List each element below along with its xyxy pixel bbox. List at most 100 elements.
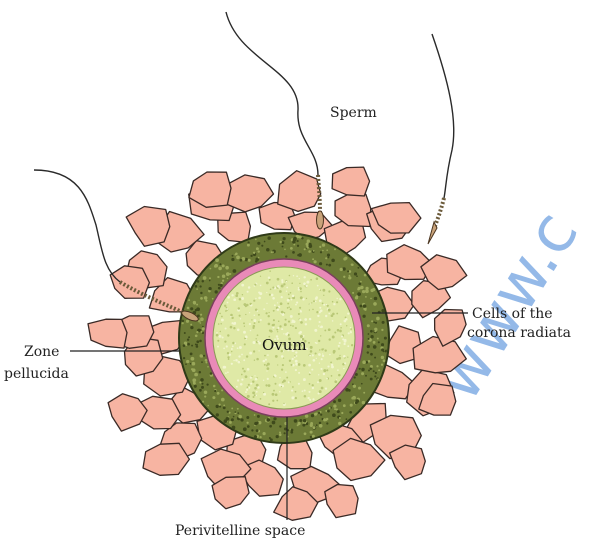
- ovum-dot: [296, 275, 298, 277]
- zona-dot: [284, 432, 286, 434]
- ovum-dot: [258, 321, 260, 323]
- zona-dot: [376, 317, 380, 321]
- zona-dot: [276, 435, 279, 438]
- zona-dot: [202, 327, 205, 330]
- ovum-dot: [300, 291, 302, 293]
- ovum-dot: [238, 355, 240, 357]
- zona-dot: [218, 284, 220, 286]
- zona-dot: [382, 321, 385, 324]
- zona-dot: [185, 344, 187, 346]
- zona-dot: [240, 259, 243, 262]
- ovum-dot: [288, 306, 289, 307]
- corona-cell: [143, 443, 189, 475]
- ovum-dot: [347, 356, 348, 357]
- ovum-dot: [247, 386, 249, 388]
- zona-dot: [367, 351, 369, 353]
- corona-cell: [108, 394, 147, 431]
- zona-dot: [227, 278, 229, 280]
- zona-dot: [206, 383, 208, 385]
- ovum-dot: [314, 329, 317, 332]
- ovum-dot: [256, 338, 257, 339]
- ovum-dot: [244, 326, 245, 327]
- zona-dot: [187, 339, 189, 341]
- ovum-dot: [296, 302, 298, 304]
- ovum-dot: [336, 379, 337, 380]
- zona-dot: [264, 241, 266, 243]
- ovum-dot: [263, 360, 266, 363]
- ovum-dot: [312, 387, 314, 389]
- zona-dot: [235, 253, 238, 256]
- ovum-dot: [243, 370, 245, 372]
- zona-dot: [326, 249, 328, 251]
- ovum-dot: [345, 317, 347, 319]
- ovum-dot: [315, 301, 317, 303]
- zona-dot: [204, 396, 206, 398]
- ovum-dot: [284, 324, 286, 326]
- zona-dot: [192, 362, 196, 366]
- ovum-dot: [253, 300, 255, 302]
- zona-dot: [237, 408, 239, 410]
- zona-dot: [374, 297, 378, 301]
- ovum-dot: [319, 349, 320, 350]
- zona-dot: [270, 438, 273, 441]
- zona-dot: [319, 422, 322, 425]
- ovum-dot: [231, 317, 233, 319]
- ovum-dot: [294, 355, 295, 356]
- ovum-dot: [310, 346, 313, 349]
- zona-dot: [370, 378, 373, 381]
- ovum-dot: [303, 282, 306, 285]
- ovum-dot: [339, 342, 341, 344]
- zona-dot: [232, 255, 234, 257]
- ovum-dot: [339, 355, 340, 356]
- zona-dot: [381, 348, 384, 351]
- ovum-dot: [248, 384, 250, 386]
- ovum-dot: [265, 384, 267, 386]
- zona-dot: [312, 435, 315, 438]
- ovum-dot: [243, 303, 246, 306]
- ovum-dot: [319, 311, 321, 313]
- ovum-dot: [249, 312, 250, 313]
- ovum-dot: [276, 329, 278, 331]
- zona-dot: [319, 262, 322, 265]
- ovum-dot: [263, 393, 266, 396]
- ovum-dot: [317, 381, 319, 383]
- ovum-dot: [254, 375, 255, 376]
- ovum-dot: [336, 298, 337, 299]
- ovum-dot: [256, 391, 258, 393]
- ovum-dot: [253, 350, 255, 352]
- ovum-dot: [269, 329, 271, 331]
- ovum-dot: [231, 363, 233, 365]
- zona-dot: [221, 398, 225, 402]
- ovum-dot: [242, 368, 244, 370]
- zona-dot: [352, 292, 354, 294]
- zona-dot: [361, 372, 364, 375]
- ovum-dot: [277, 278, 280, 281]
- zona-dot: [204, 391, 208, 395]
- ovum-dot: [282, 364, 284, 366]
- zona-dot: [218, 287, 221, 290]
- ovum-dot: [235, 294, 238, 297]
- ovum-dot: [316, 277, 319, 280]
- ovum-dot: [300, 296, 303, 299]
- zona-dot: [204, 296, 208, 300]
- zona-dot: [308, 250, 311, 253]
- zona-dot: [193, 302, 196, 305]
- zona-dot: [325, 410, 327, 412]
- zona-dot: [282, 237, 285, 240]
- ovum-dot: [322, 355, 324, 357]
- zona-dot: [196, 345, 199, 348]
- ovum-dot: [241, 354, 243, 356]
- zona-dot: [190, 353, 193, 356]
- zona-dot: [304, 248, 306, 250]
- ovum-dot: [323, 369, 326, 372]
- ovum-dot: [308, 364, 311, 367]
- ovum-dot: [346, 325, 347, 326]
- zona-dot: [381, 329, 383, 331]
- ovum-dot: [260, 276, 261, 277]
- zona-dot: [222, 264, 225, 267]
- zona-dot: [304, 432, 307, 435]
- zona-dot: [215, 258, 219, 262]
- zona-dot: [357, 267, 359, 269]
- ovum-dot: [254, 394, 256, 396]
- zona-dot: [363, 392, 365, 394]
